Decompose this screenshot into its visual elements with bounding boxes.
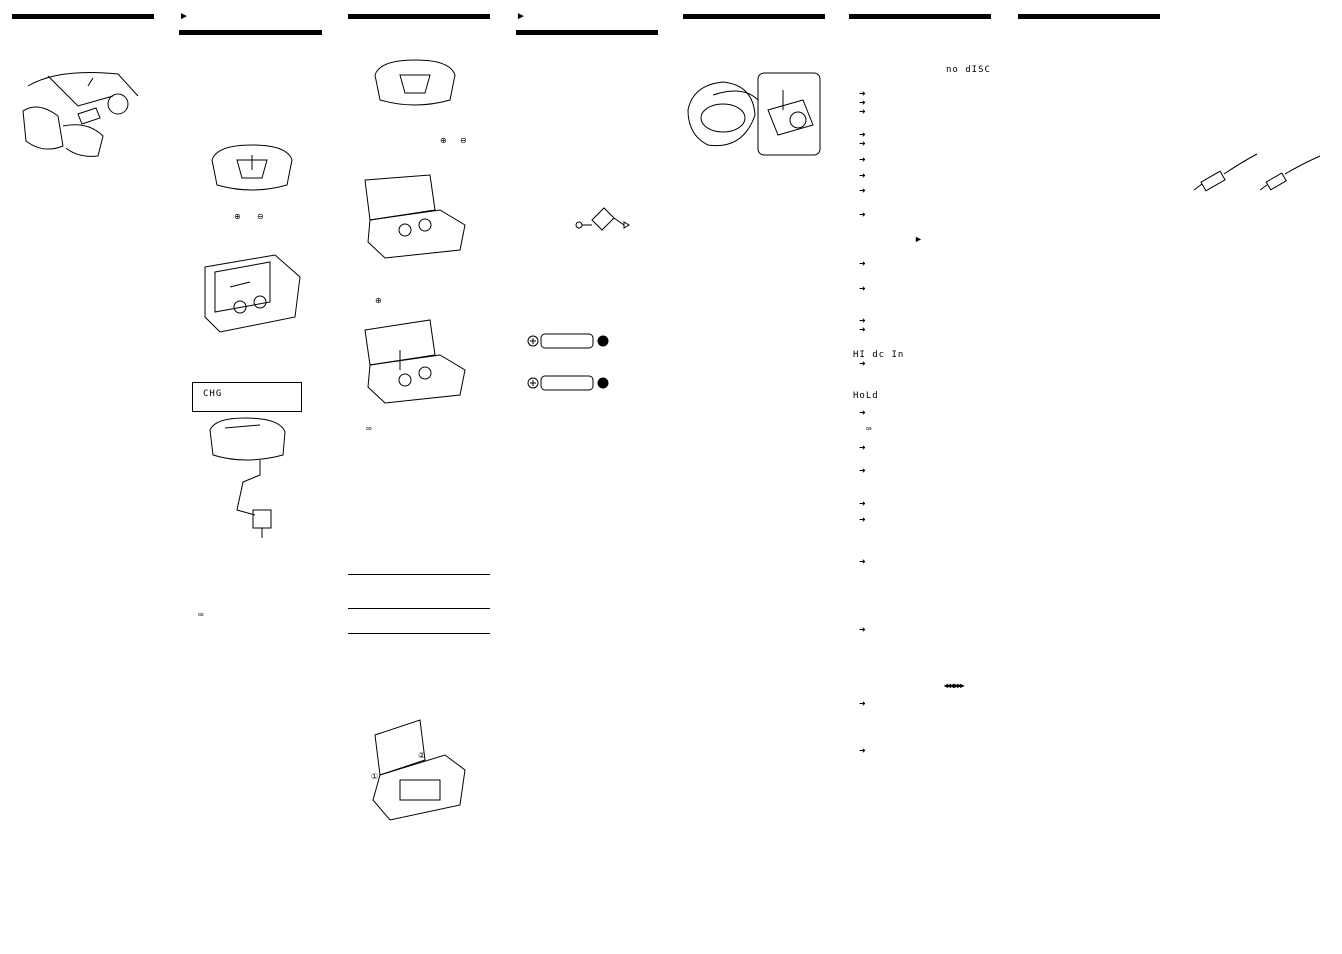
plus-terminal-icon: ⊕ xyxy=(234,212,241,221)
minus-terminal-icon: ⊖ xyxy=(460,136,467,145)
audio-plugs-illustration xyxy=(1193,153,1321,192)
section-heading-bar xyxy=(849,14,991,19)
bullet-arrow-icon: ➜ xyxy=(859,98,866,107)
bullet-arrow-icon: ➜ xyxy=(859,746,866,755)
table-rule xyxy=(348,574,490,575)
bullet-arrow-icon: ➜ xyxy=(859,625,866,634)
minus-terminal-icon: ⊖ xyxy=(257,212,264,221)
table-rule xyxy=(348,633,490,634)
bullet-arrow-icon: ➜ xyxy=(859,408,866,417)
section-heading-bar xyxy=(12,14,154,19)
bullet-arrow-icon: ➜ xyxy=(859,130,866,139)
bullet-arrow-icon: ➜ xyxy=(859,186,866,195)
bullet-arrow-icon: ➜ xyxy=(859,443,866,452)
lcd-display-callout: CHG xyxy=(192,382,302,412)
section-arrow-icon: ► xyxy=(516,11,526,22)
step-1-marker: ① xyxy=(371,772,379,781)
lcd-no-disc-message: no dISC xyxy=(946,65,991,75)
bullet-arrow-icon: ➜ xyxy=(859,155,866,164)
lcd-hi-dc-in-message: HI dc In xyxy=(853,350,905,360)
bullet-arrow-icon: ➜ xyxy=(859,284,866,293)
charging-connection-illustration xyxy=(209,417,286,538)
battery-compartment-illustration xyxy=(204,254,301,333)
battery-insert-illustration xyxy=(364,174,466,259)
bullet-arrow-icon: ➜ xyxy=(859,325,866,334)
player-open-lid-illustration xyxy=(687,72,821,156)
bullet-arrow-icon: ➜ xyxy=(859,499,866,508)
skip-buttons-icon: ◂◂◂ ▸▸▸ xyxy=(944,681,964,690)
bullet-arrow-icon: ➜ xyxy=(859,515,866,524)
dc-plug-polarity-icon xyxy=(575,207,630,231)
battery-reverse-orientation-icon xyxy=(527,375,609,391)
bullet-arrow-icon: ➜ xyxy=(859,316,866,325)
step-2-marker: ② xyxy=(418,751,426,760)
bullet-arrow-icon: ➜ xyxy=(859,699,866,708)
section-heading-bar xyxy=(516,30,658,35)
battery-removal-illustration xyxy=(372,719,466,821)
plus-terminal-icon: ⊕ xyxy=(440,136,447,145)
bullet-arrow-icon: ➜ xyxy=(859,466,866,475)
section-heading-bar xyxy=(683,14,825,19)
bullet-arrow-icon: ➜ xyxy=(859,210,866,219)
bullet-arrow-icon: ➜ xyxy=(859,89,866,98)
battery-correct-orientation-icon xyxy=(527,333,609,349)
section-heading-bar xyxy=(1018,14,1160,19)
lcd-hold-message: HoLd xyxy=(853,391,879,401)
recycle-mark-icon: ∞ xyxy=(866,424,872,433)
lcd-charge-indicator: CHG xyxy=(203,389,223,399)
recycle-mark-icon: ∞ xyxy=(366,424,372,433)
bullet-arrow-icon: ➜ xyxy=(859,139,866,148)
battery-insert-illustration-2 xyxy=(364,319,466,404)
bullet-arrow-icon: ➜ xyxy=(859,359,866,368)
player-bottom-illustration xyxy=(211,144,293,191)
section-heading-bar xyxy=(348,14,490,19)
recycle-mark-icon: ∞ xyxy=(198,610,204,619)
bullet-arrow-icon: ➜ xyxy=(859,259,866,268)
play-button-icon: ► xyxy=(914,234,923,244)
bullet-arrow-icon: ➜ xyxy=(859,557,866,566)
bullet-arrow-icon: ➜ xyxy=(859,171,866,180)
bullet-arrow-icon: ➜ xyxy=(859,107,866,116)
car-interior-illustration xyxy=(22,72,139,157)
section-heading-bar xyxy=(179,30,322,35)
section-arrow-icon: ► xyxy=(179,11,189,22)
plus-terminal-icon: ⊕ xyxy=(375,296,382,305)
player-bottom-illustration xyxy=(374,59,456,106)
table-rule xyxy=(348,608,490,609)
